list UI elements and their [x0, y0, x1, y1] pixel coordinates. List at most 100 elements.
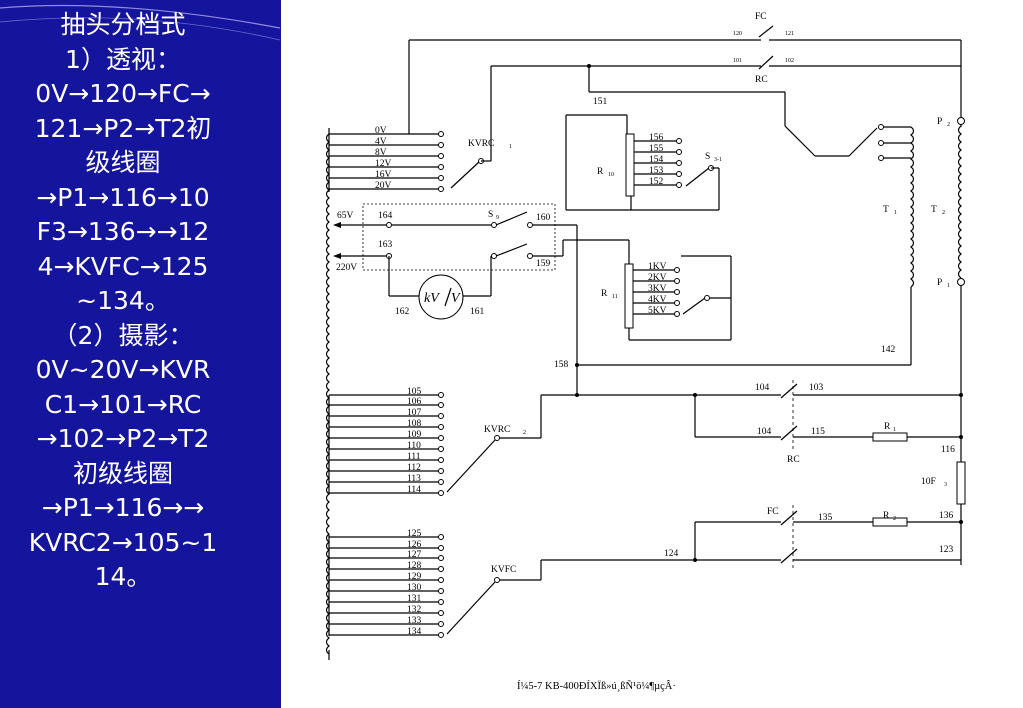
meter-kv: kV — [424, 291, 440, 306]
r11-tap: 2KV — [648, 273, 667, 283]
tap-label: 111 — [407, 452, 421, 462]
tap-label: 107 — [407, 408, 422, 418]
tap-group-a: 0V 4V 8V 12V 16V 20V KVRC 1 — [328, 126, 512, 192]
tap-label: 132 — [407, 605, 422, 615]
s9-sub: 9 — [496, 215, 499, 221]
top-contacts: FC 120 121 101 102 RC 151 — [408, 12, 962, 149]
text-line: 121→P2→T2初 — [34, 113, 212, 143]
node-151: 151 — [593, 97, 608, 107]
text-line: C1→101→RC — [44, 389, 202, 419]
tap-label: 16V — [375, 170, 392, 180]
text-line: →P1→116→→ — [41, 493, 205, 522]
text-line: →102→P2→T2 — [36, 424, 210, 453]
node-163: 163 — [378, 240, 393, 250]
tap-label: 125 — [407, 529, 422, 539]
node-115: 115 — [811, 427, 825, 437]
node-101: 101 — [733, 58, 742, 64]
r2-label: R — [883, 511, 890, 521]
tap-label: 127 — [407, 550, 422, 560]
node-164: 164 — [378, 211, 393, 221]
kvrc1-sub: 1 — [509, 144, 512, 150]
p2-label: P — [937, 117, 942, 127]
t2-label: T — [931, 205, 937, 215]
r10-block: R 10 156 155 154 153 152 S 3-1 — [565, 114, 722, 211]
node-161: 161 — [470, 307, 485, 317]
node-121: 121 — [785, 31, 794, 37]
r10-label: R — [597, 167, 604, 177]
r10-tap: 154 — [649, 155, 664, 165]
kvfc-label: KVFC — [491, 565, 516, 575]
transformer: 142 T 1 P 2 T 2 P 1 — [577, 117, 965, 462]
rc-mid-label: RC — [787, 455, 800, 465]
node-104b: 104 — [757, 427, 772, 437]
node-136: 136 — [939, 511, 954, 521]
t2-sub: 2 — [942, 210, 945, 216]
node-102: 102 — [785, 58, 794, 64]
figure-caption: Í¼5-7 KB-400ÐÍXÏß»ú¸ßÑ¹ö¼¶µçÂ· — [517, 680, 676, 692]
node-135: 135 — [818, 513, 833, 523]
v220-label: 220V — [336, 263, 357, 273]
r2-sub: 2 — [893, 516, 896, 522]
r11-block: R 11 1KV 2KV 3KV 4KV 5KV 158 — [554, 225, 732, 395]
fc-mid-label: FC — [767, 507, 779, 517]
node-142: 142 — [881, 345, 896, 355]
meter-v: V — [451, 291, 461, 306]
text-line: 抽头分档式 — [60, 10, 186, 39]
node-124: 124 — [664, 549, 679, 559]
text-line: 级线圈 — [85, 148, 161, 177]
v65-label: 65V — [337, 211, 354, 221]
r11-tap: 1KV — [648, 262, 667, 272]
text-line: 1）透视： — [65, 44, 181, 74]
text-line: F3→136→→12 — [36, 217, 210, 246]
rc-top-label: RC — [755, 75, 768, 85]
r1-label: R — [884, 422, 891, 432]
tap-label: 8V — [375, 148, 387, 158]
tap-label: 113 — [407, 474, 421, 484]
r10-tap: 155 — [649, 144, 664, 154]
text-line: 4→KVFC→125 — [37, 251, 209, 281]
tap-label: 114 — [407, 485, 421, 495]
kvrc2-label: KVRC — [484, 425, 510, 435]
kvrc2-sub: 2 — [523, 430, 526, 436]
node-160: 160 — [536, 213, 551, 223]
node-123: 123 — [939, 545, 954, 555]
node-120: 120 — [733, 31, 742, 37]
t1-sub: 1 — [894, 210, 897, 216]
r10-tap: 156 — [649, 133, 664, 143]
r10-tap: 153 — [649, 166, 664, 176]
node-103: 103 — [809, 383, 824, 393]
tap-label: 108 — [407, 419, 422, 429]
mid-contacts: 104 103 104 115 R 1 RC 116 10F 3 — [541, 380, 966, 565]
node-159: 159 — [536, 259, 551, 269]
p2-sub: 2 — [947, 122, 950, 128]
f3-sub: 3 — [944, 482, 947, 488]
tap-label: 109 — [407, 430, 422, 440]
tap-label: 105 — [407, 387, 422, 397]
tap-label: 126 — [407, 540, 422, 550]
text-line: （2）摄影： — [52, 320, 194, 350]
r11-tap: 5KV — [648, 306, 667, 316]
t1-label: T — [883, 205, 889, 215]
kvrc1-label: KVRC — [468, 139, 494, 149]
tap-label: 134 — [407, 627, 422, 637]
r11-label: R — [601, 289, 608, 299]
tap-label: 0V — [375, 126, 387, 136]
f3-label: 10F — [921, 477, 936, 487]
node-104a: 104 — [755, 383, 770, 393]
left-coil — [325, 133, 330, 655]
tap-label: 12V — [375, 159, 392, 169]
r11-tap: 4KV — [648, 295, 667, 305]
s9-label: S — [488, 210, 493, 220]
text-line: KVRC2→105~1 — [28, 527, 218, 557]
node-158: 158 — [554, 360, 569, 370]
tap-label: 128 — [407, 561, 422, 571]
tap-label: 4V — [375, 137, 387, 147]
tap-group-b: 105 106 107 108 109 110 111 112 113 114 … — [328, 387, 542, 496]
r1-sub: 1 — [893, 427, 896, 433]
s31-sub: 3-1 — [714, 157, 722, 163]
tap-label: 130 — [407, 583, 422, 593]
tap-label: 133 — [407, 616, 422, 626]
bottom-contacts: FC 135 R 2 136 124 123 — [541, 505, 963, 570]
